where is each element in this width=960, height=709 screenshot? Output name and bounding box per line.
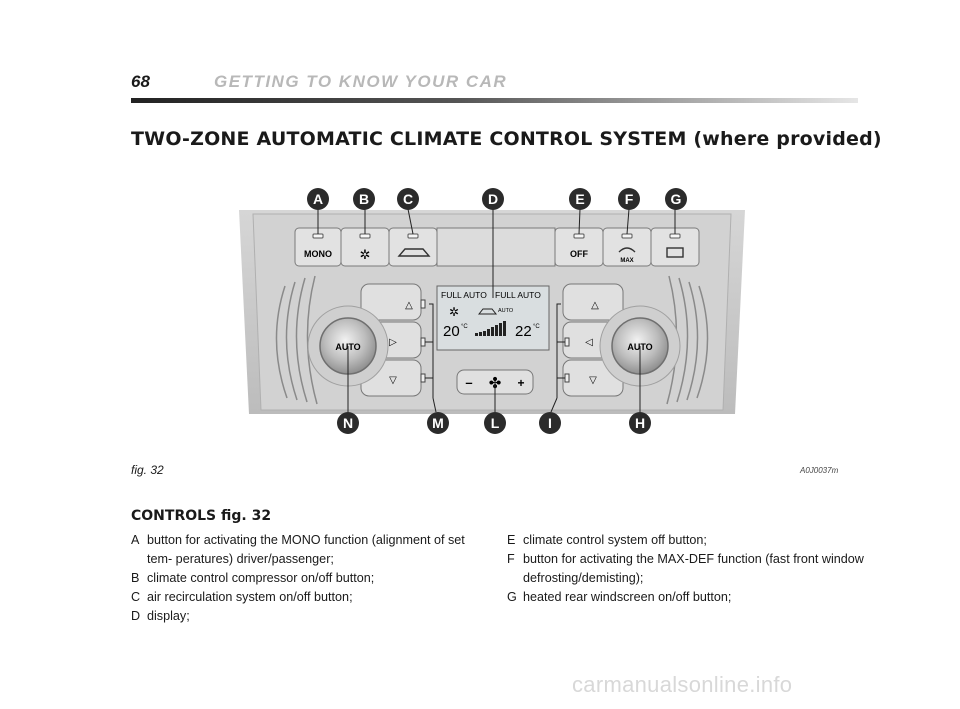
left-arrow-icon: ◁ xyxy=(585,337,593,348)
climate-control-figure: MONO ✲ OFF MAX △ ▷ ▽ △ ◁ ▽ xyxy=(239,188,745,434)
running-header: GETTING TO KNOW YOUR CAR xyxy=(214,72,508,91)
callout-a: A xyxy=(313,191,323,207)
watermark: carmanualsonline.info xyxy=(572,672,793,697)
snowflake-icon: ✲ xyxy=(360,247,371,262)
controls-list-right: E climate control system off button; F b… xyxy=(507,531,867,607)
down-arrow-icon: ▽ xyxy=(589,375,597,386)
callout-h: H xyxy=(635,415,645,431)
fan-speed-bars xyxy=(475,321,506,336)
list-item: D display; xyxy=(131,607,476,626)
list-item-key: G xyxy=(507,590,517,604)
rear-defrost-icon xyxy=(666,247,684,258)
controls-heading: CONTROLS fig. 32 xyxy=(131,508,272,524)
up-arrow-icon: △ xyxy=(591,300,599,311)
down-arrow-icon: ▽ xyxy=(389,375,397,386)
list-item: E climate control system off button; xyxy=(507,531,867,550)
left-vent-grille xyxy=(275,275,318,405)
controls-list-left: A button for activating the MONO functio… xyxy=(131,531,476,626)
list-item-text: climate control compressor on/off button… xyxy=(147,571,375,585)
callout-l: L xyxy=(491,415,500,431)
list-item: C air recirculation system on/off button… xyxy=(131,588,476,607)
list-item-text: air recirculation system on/off button; xyxy=(147,590,353,604)
list-item-text: button for activating the MONO function … xyxy=(147,533,465,566)
header-rule xyxy=(131,98,858,103)
list-item-key: A xyxy=(131,533,140,547)
temp-right-unit: °C xyxy=(533,324,540,330)
windscreen-defrost-icon xyxy=(618,247,636,253)
right-arrow-icon: ▷ xyxy=(389,337,397,348)
display-snowflake-icon: ✲ xyxy=(449,305,459,319)
blank-button xyxy=(436,227,556,267)
callout-d: D xyxy=(488,191,498,207)
fan-plus: + xyxy=(517,376,524,390)
callout-g: G xyxy=(671,191,682,207)
list-item-text: climate control system off button; xyxy=(523,533,707,547)
full-auto-right: FULL AUTO xyxy=(495,290,541,300)
list-item: F button for activating the MAX-DEF func… xyxy=(507,550,867,588)
mono-label: MONO xyxy=(304,249,332,259)
list-item: A button for activating the MONO functio… xyxy=(131,531,476,569)
callout-i: I xyxy=(548,415,552,431)
list-item-text: display; xyxy=(147,609,190,623)
list-item: B climate control compressor on/off butt… xyxy=(131,569,476,588)
figure-caption: fig. 32 xyxy=(131,463,164,477)
max-label: MAX xyxy=(620,258,633,264)
display-recirculation-icon xyxy=(477,308,498,315)
list-item: G heated rear windscreen on/off button; xyxy=(507,588,867,607)
list-item-key: E xyxy=(507,533,516,547)
list-item-text: button for activating the MAX-DEF functi… xyxy=(523,552,864,585)
section-title: TWO-ZONE AUTOMATIC CLIMATE CONTROL SYSTE… xyxy=(131,128,882,150)
callout-c: C xyxy=(403,191,413,207)
up-arrow-icon: △ xyxy=(405,300,413,311)
callout-leader-lines xyxy=(317,208,676,413)
temp-right: 22 xyxy=(515,323,532,340)
figure-code: A0J0037m xyxy=(800,466,839,475)
temp-left-unit: °C xyxy=(461,324,468,330)
off-label: OFF xyxy=(570,249,588,259)
list-item-key: C xyxy=(131,590,141,604)
top-button-row: MONO ✲ OFF MAX xyxy=(294,227,700,267)
page-number: 68 xyxy=(131,72,150,91)
callout-m: M xyxy=(432,415,444,431)
callouts-top: A B C D E F G xyxy=(307,188,687,210)
recirculation-icon xyxy=(397,248,431,257)
callout-n: N xyxy=(343,415,353,431)
fan-icon: ✤ xyxy=(489,375,502,392)
display-auto-small: AUTO xyxy=(498,308,514,314)
full-auto-left: FULL AUTO xyxy=(441,290,487,300)
temp-left: 20 xyxy=(443,323,460,340)
fan-minus: – xyxy=(465,375,472,390)
callout-e: E xyxy=(575,191,584,207)
list-item-text: heated rear windscreen on/off button; xyxy=(523,590,732,604)
callouts-bottom: N M L I H xyxy=(337,412,651,434)
callout-b: B xyxy=(359,191,369,207)
list-item-key: B xyxy=(131,571,140,585)
callout-f: F xyxy=(625,191,634,207)
list-item-key: D xyxy=(131,609,141,623)
list-item-key: F xyxy=(507,552,515,566)
